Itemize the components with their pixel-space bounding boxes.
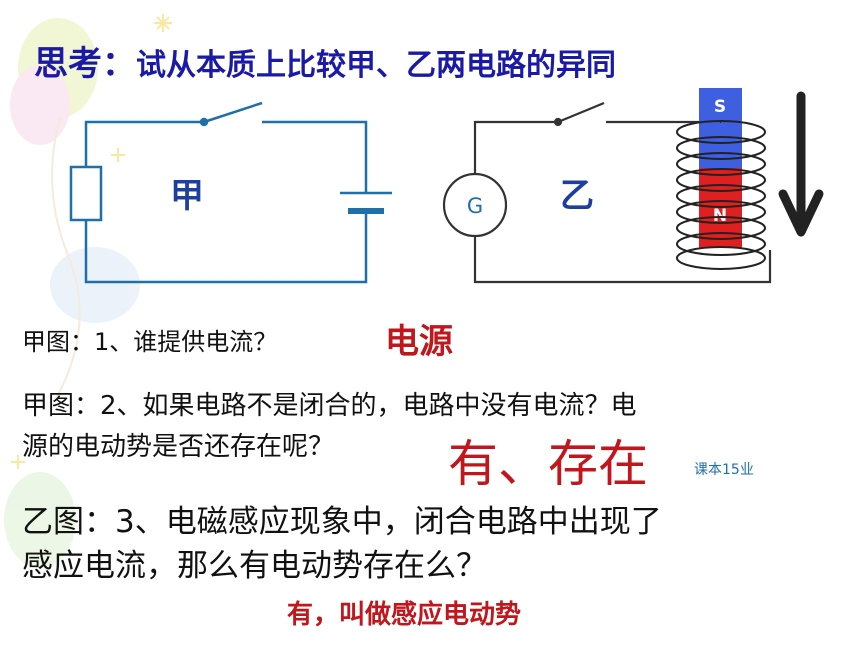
balloon-decoration [4, 18, 140, 568]
title-prefix: 思考： [34, 44, 136, 84]
circuit-jia-switch-pivot [199, 117, 209, 127]
circuit-yi-label: 乙 [560, 176, 594, 216]
circuit-diagrams: 甲 G 乙 S N [69, 88, 824, 284]
circuit-yi-switch-pivot [553, 117, 563, 127]
star-decoration [11, 14, 172, 469]
magnet-south-label: S [714, 97, 726, 117]
question-3-line-1: 乙图：3、电磁感应现象中，闭合电路中出现了 [22, 504, 662, 540]
circuit-jia-switch [203, 101, 263, 124]
question-3-line-2: 感应电流，那么有电动势存在么？ [22, 548, 487, 584]
question-2-line-2: 源的电动势是否还存在呢？ [22, 432, 335, 462]
answer-3: 有，叫做感应电动势 [287, 600, 522, 630]
circuit-yi [442, 101, 772, 284]
induction-coil [676, 120, 766, 270]
circuit-jia-wire [84, 120, 202, 167]
downward-arrow-icon [778, 91, 824, 237]
question-2-line-1: 甲图：2、如果电路不是闭合的，电路中没有电流？电 [22, 391, 637, 421]
circuit-jia-label: 甲 [170, 176, 204, 216]
circuit-yi-wire [473, 120, 558, 178]
question-1: 甲图：1、谁提供电流？ [22, 328, 278, 356]
textbook-note: 课本15业 [694, 462, 754, 478]
circuit-jia-wire-right [262, 120, 368, 192]
galvanometer [442, 172, 508, 238]
magnet-north-label: N [713, 206, 727, 226]
circuit-jia [69, 101, 392, 284]
slide-title: 思考：试从本质上比较甲、乙两电路的异同 [34, 36, 616, 85]
circuit-jia-wire-bottom [84, 212, 368, 284]
circuit-jia-resistor [69, 165, 103, 222]
magnet-south-pole [699, 88, 742, 168]
galvanometer-label: G [467, 194, 483, 218]
answer-2: 有、存在 [448, 435, 648, 493]
title-text: 试从本质上比较甲、乙两电路的异同 [136, 48, 616, 83]
magnet-north-pole [699, 168, 742, 248]
circuit-yi-switch [557, 101, 605, 124]
circuit-yi-wire-bottom [473, 232, 772, 284]
answer-1: 电源 [385, 322, 453, 362]
